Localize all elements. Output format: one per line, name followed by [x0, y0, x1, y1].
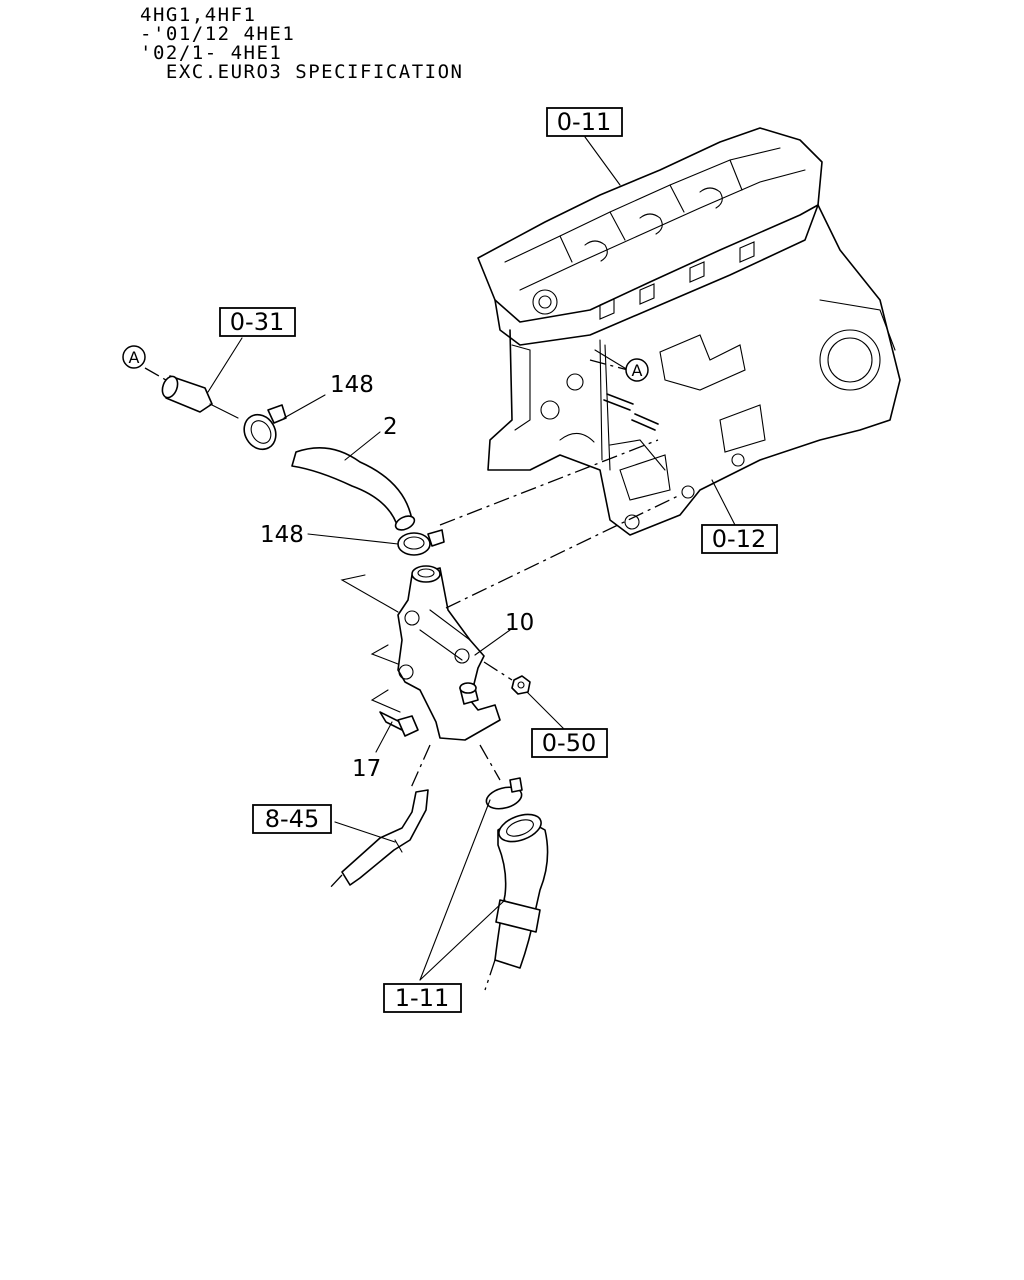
- flange-bolt: [379, 711, 419, 737]
- ref-label: 0-12: [712, 525, 766, 553]
- ref-box-0-11[interactable]: 0-11: [546, 107, 623, 137]
- water-outlet-housing: [397, 565, 501, 741]
- ref-box-8-45[interactable]: 8-45: [252, 804, 332, 834]
- lower-hose-illustration: [494, 813, 549, 969]
- engine-block-illustration: [477, 127, 901, 536]
- water-hose-illustration: [291, 446, 416, 531]
- hose-clamp-upper: [243, 404, 287, 451]
- pipe-stub-illustration: [144, 367, 239, 419]
- ref-label: 0-31: [230, 308, 284, 336]
- marker-letter: A: [129, 348, 140, 367]
- hose-clamp-mid: [397, 529, 445, 556]
- ref-label: 8-45: [265, 805, 319, 833]
- hex-nut: [483, 661, 531, 695]
- model-line-3: '02/1- 4HE1: [140, 42, 283, 64]
- part-number-10[interactable]: 10: [505, 610, 534, 636]
- marker-a-right[interactable]: A: [625, 358, 649, 382]
- ref-label: 1-11: [395, 984, 449, 1012]
- hose-clamp-lower: [485, 777, 523, 810]
- ref-label: 0-50: [542, 729, 596, 757]
- ref-box-0-31[interactable]: 0-31: [219, 307, 296, 337]
- marker-letter: A: [632, 361, 643, 380]
- part-number-2[interactable]: 2: [383, 414, 398, 440]
- part-number-148-upper[interactable]: 148: [330, 372, 374, 398]
- marker-a-left[interactable]: A: [122, 345, 146, 369]
- dashed-centerlines: [327, 359, 681, 991]
- ref-box-0-12[interactable]: 0-12: [701, 524, 778, 554]
- ref-box-0-50[interactable]: 0-50: [531, 728, 608, 758]
- part-number-148-mid[interactable]: 148: [260, 522, 304, 548]
- model-line-1: 4HG1,4HF1: [140, 4, 257, 26]
- ref-label: 0-11: [557, 108, 611, 136]
- model-line-4: EXC.EURO3 SPECIFICATION: [140, 61, 464, 83]
- small-hose-illustration: [341, 789, 429, 886]
- ref-box-1-11[interactable]: 1-11: [383, 983, 462, 1013]
- leader-lines: [207, 136, 736, 981]
- model-line-2: -'01/12 4HE1: [140, 23, 296, 45]
- part-number-17[interactable]: 17: [352, 756, 381, 782]
